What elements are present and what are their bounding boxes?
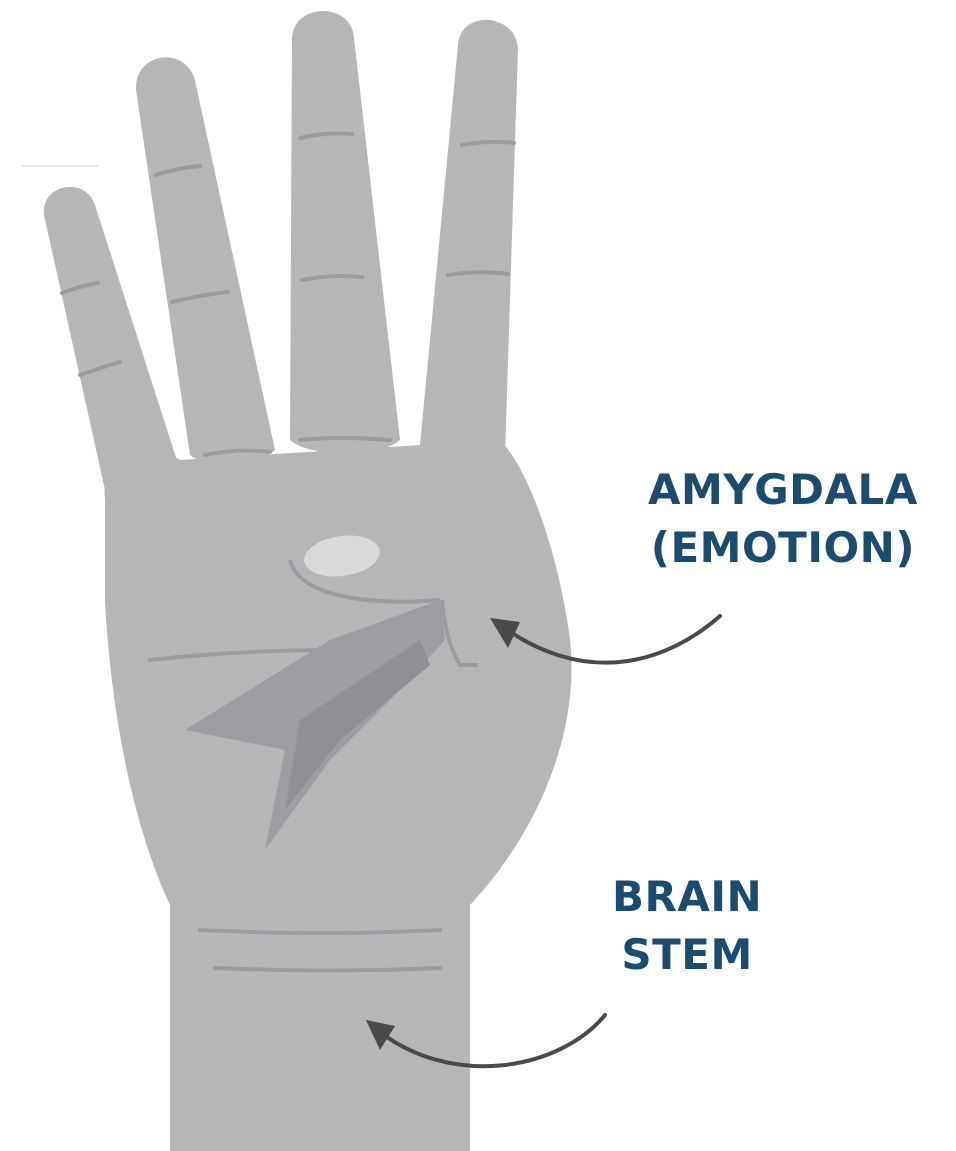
brain-stem-label-line2: STEM: [612, 926, 762, 984]
index-finger: [420, 20, 518, 465]
amygdala-label-line2: (EMOTION): [648, 519, 918, 577]
brain-stem-label-line1: BRAIN: [612, 868, 762, 926]
middle-finger: [290, 11, 400, 454]
amygdala-label-line1: AMYGDALA: [648, 461, 918, 519]
amygdala-label: AMYGDALA (EMOTION): [648, 461, 918, 577]
wrist: [170, 905, 470, 1151]
brain-stem-label: BRAIN STEM: [612, 868, 762, 984]
